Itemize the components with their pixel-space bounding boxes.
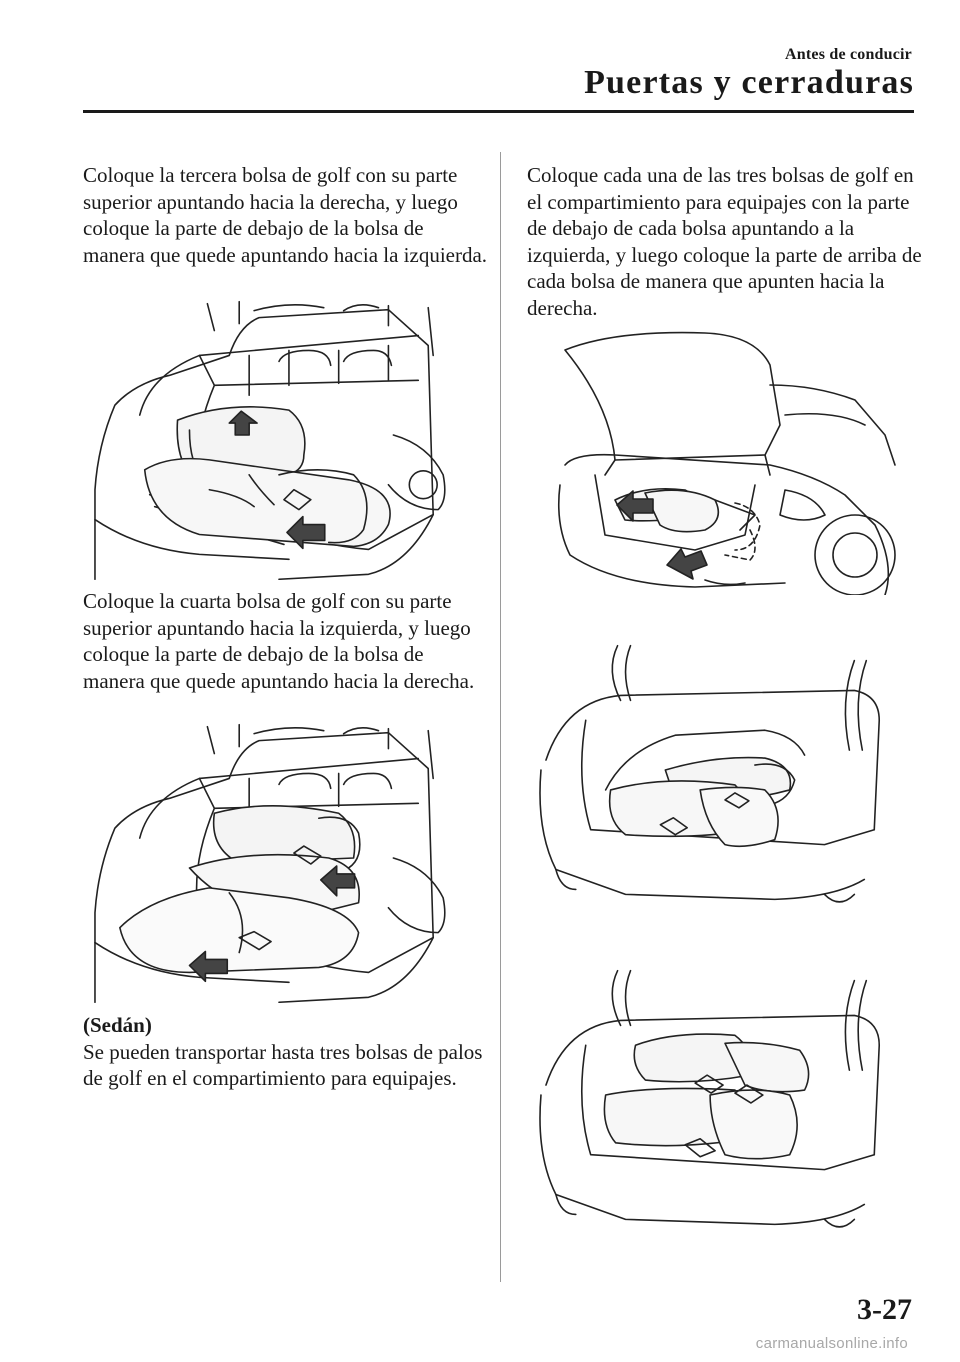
paragraph-third-bag: Coloque la tercera bolsa de golf con su …	[83, 163, 488, 267]
header-rule	[83, 110, 914, 113]
column-divider	[500, 152, 501, 1282]
figure-hatchback-third-bag	[90, 295, 468, 580]
section-label: Antes de conducir	[785, 46, 912, 63]
sedan-heading: (Sedán)	[83, 1013, 152, 1037]
paragraph-fourth-bag: Coloque la cuarta bolsa de golf con su p…	[83, 589, 475, 693]
paragraph-sedan-three-bags: Coloque cada una de las tres bolsas de g…	[527, 163, 922, 320]
page-title: Puertas y cerraduras	[584, 64, 914, 101]
figure-sedan-trunk-three-bags	[536, 965, 924, 1235]
figure-sedan-trunk-two-bags	[536, 640, 924, 910]
sedan-text: Se pueden transportar hasta tres bolsas …	[83, 1039, 483, 1091]
figure-sedan-trunk-open	[555, 325, 915, 595]
page-number: 3-27	[857, 1293, 912, 1326]
watermark-text: carmanualsonline.info	[755, 1335, 908, 1352]
paragraph-sedan: (Sedán)Se pueden transportar hasta tres …	[83, 1012, 488, 1092]
figure-hatchback-fourth-bag	[90, 718, 468, 1003]
